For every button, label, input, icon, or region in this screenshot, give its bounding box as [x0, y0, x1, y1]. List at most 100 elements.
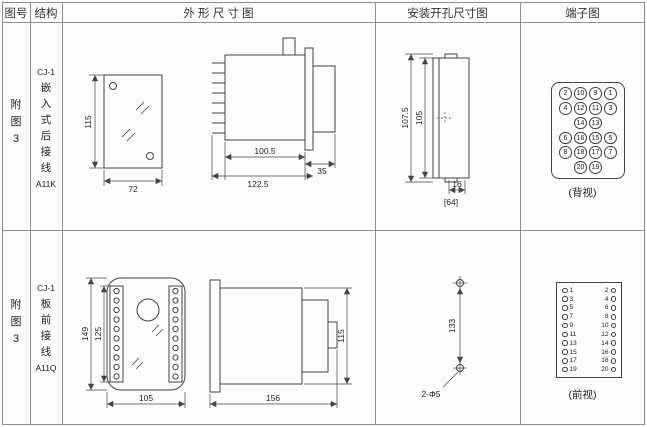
terminal-number: 9 — [569, 322, 574, 330]
cutout-dimensions — [405, 53, 466, 194]
row2-outline-drawing: 149 125 105 156 115 — [80, 277, 352, 408]
terminal-circle — [610, 287, 616, 294]
terminal-pair-row: 9 10 — [562, 322, 616, 329]
terminal-number: 10 — [601, 322, 609, 330]
dim-depth-100-5: 100.5 — [254, 146, 276, 156]
dim-side-height-115: 115 — [336, 329, 346, 343]
side-view — [209, 279, 338, 393]
terminal-17: 17 — [589, 146, 602, 159]
terminal-2: 2 — [559, 87, 572, 100]
terminal-circle — [562, 305, 568, 311]
text-line: 附 — [10, 299, 22, 311]
terminal-spacer — [604, 161, 617, 174]
dim-outer-height-107-5: 107.5 — [400, 107, 410, 129]
text-line: 图 — [10, 316, 22, 328]
terminal-circle — [610, 322, 616, 329]
header-structure: 结构 — [34, 8, 58, 20]
row1-mounting-drawing: 107.5 105 16 [64] — [400, 53, 470, 207]
terminal-19: 19 — [589, 161, 602, 174]
front-view — [103, 74, 163, 169]
header-outline: 外 形 尺 寸 图 — [183, 8, 254, 20]
terminal-18: 18 — [574, 146, 587, 159]
terminal-7: 7 — [604, 146, 617, 159]
dim-width-72: 72 — [128, 184, 138, 194]
front-view-dimensions — [89, 74, 163, 186]
terminal-circle — [610, 340, 616, 346]
terminal-circle — [562, 296, 568, 302]
terminal-circle — [562, 287, 568, 294]
terminal-number: 4 — [604, 295, 609, 303]
terminal-number: 5 — [569, 304, 574, 312]
dim-width-105: 105 — [139, 393, 153, 403]
text-line: 板 — [40, 298, 52, 310]
dim-hole-spacing-133: 133 — [447, 319, 457, 333]
terminal-1: 1 — [604, 87, 617, 100]
terminal-number: 15 — [569, 348, 577, 356]
text-line: 接 — [40, 330, 52, 342]
terminal-number: 16 — [601, 348, 609, 356]
terminal-rear-caption: (背视) — [568, 187, 597, 199]
side-view-dimensions — [211, 134, 336, 180]
terminal-number: 13 — [569, 339, 577, 347]
text-line: 嵌 — [40, 82, 52, 94]
dim-inner-height-125: 125 — [93, 327, 103, 341]
terminal-number: 2 — [604, 286, 609, 294]
grid-line — [520, 2, 521, 425]
text-line: 附 — [10, 99, 22, 111]
text-line: 前 — [40, 314, 52, 326]
terminal-number: 14 — [601, 339, 609, 347]
text-line: CJ-1 — [37, 67, 55, 77]
dim-inner-height-105: 105 — [414, 111, 424, 125]
terminal-13: 13 — [589, 116, 602, 130]
terminal-circle — [562, 358, 568, 364]
terminal-5: 5 — [604, 131, 617, 145]
row2-mounting-drawing: 133 2-Φ5 — [421, 276, 467, 399]
terminal-circle — [610, 349, 616, 355]
terminal-circle — [610, 305, 616, 311]
dim-tab-width-16: 16 — [452, 179, 462, 189]
row1-outline-drawing: 115 72 100.5 35 122.5 — [83, 37, 336, 194]
terminal-number: 6 — [604, 304, 609, 312]
header-mounting: 安装开孔尺寸图 — [407, 8, 488, 20]
side-view — [212, 37, 336, 151]
terminal-number: 19 — [569, 366, 577, 374]
text-line: 图 — [10, 116, 22, 128]
terminal-9: 9 — [589, 87, 602, 100]
grid-line — [62, 2, 63, 425]
side-view-dimensions — [209, 287, 352, 408]
terminal-number: 8 — [604, 313, 609, 321]
terminal-number: 17 — [569, 357, 577, 365]
terminal-circle — [610, 314, 616, 320]
cutout-shape — [432, 53, 470, 183]
mounting-holes — [453, 276, 467, 375]
terminal-spacer — [559, 161, 572, 174]
terminal-number: 7 — [569, 313, 574, 321]
terminal-4: 4 — [559, 102, 572, 115]
terminal-circle — [610, 358, 616, 364]
terminal-circle — [562, 340, 568, 346]
hole-dimensions — [442, 288, 464, 388]
terminal-circle — [610, 296, 616, 302]
terminal-12: 12 — [574, 102, 587, 115]
terminal-number: 11 — [569, 330, 577, 338]
dim-total-depth-122-5: 122.5 — [247, 179, 269, 189]
grid-line — [30, 2, 31, 425]
dim-flange-35: 35 — [317, 166, 327, 176]
